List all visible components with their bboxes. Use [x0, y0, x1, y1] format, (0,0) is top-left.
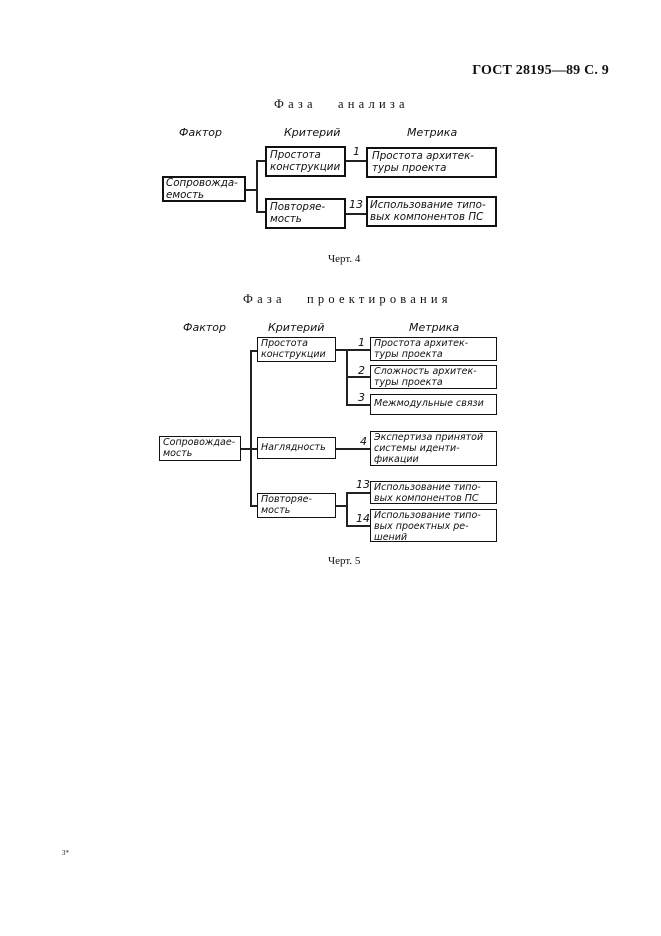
- column-header-metric: Метрика: [407, 126, 458, 139]
- connector-line: [346, 376, 370, 378]
- connector-line: [241, 448, 251, 450]
- metric-label: Простота архитек- туры проекта: [372, 150, 475, 174]
- connector-line: [346, 492, 370, 494]
- metric-number: 1: [358, 336, 365, 349]
- connector-line: [346, 525, 370, 527]
- criterion-box: [265, 146, 346, 177]
- connector-line: [336, 448, 370, 450]
- page-header: ГОСТ 28195—89 С. 9: [472, 63, 609, 78]
- metric-number: 13: [356, 478, 370, 491]
- metric-number: 1: [353, 145, 360, 158]
- criterion-label: Простота конструкции: [261, 338, 326, 360]
- connector-line: [250, 448, 257, 450]
- connector-line: [346, 349, 370, 351]
- connector-line: [346, 404, 370, 406]
- metric-box: [366, 147, 497, 178]
- criterion-label: Наглядность: [261, 442, 326, 453]
- connector-line: [250, 350, 252, 507]
- connector-line: [336, 349, 347, 351]
- metric-box: [366, 196, 497, 227]
- criterion-box: [257, 337, 336, 362]
- criterion-box: [257, 437, 336, 459]
- metric-number: 13: [349, 198, 363, 211]
- column-header-factor: Фактор: [183, 321, 226, 334]
- metric-box: [370, 431, 497, 466]
- diagram-title: Фаза анализа: [274, 97, 409, 111]
- connector-line: [256, 160, 266, 162]
- diagram-title: Фаза проектирования: [243, 292, 452, 306]
- connector-line: [246, 189, 257, 191]
- metric-number: 14: [356, 512, 370, 525]
- page-footnote-mark: 3*: [62, 849, 69, 857]
- connector-line: [346, 492, 348, 527]
- metric-box: [370, 509, 497, 542]
- connector-line: [250, 505, 257, 507]
- metric-label: Использование типо- вых компонентов ПС: [370, 199, 486, 223]
- factor-label: Сопровождае- мость: [163, 437, 236, 459]
- column-header-criterion: Критерий: [284, 126, 341, 139]
- criterion-label: Повторяе- мость: [261, 494, 312, 516]
- metric-box: [370, 394, 497, 415]
- factor-label: Сопровожда- емость: [166, 177, 238, 201]
- criterion-box: [265, 198, 346, 229]
- criterion-label: Повторяе- мость: [270, 201, 326, 225]
- metric-label: Использование типо- вых проектных ре- ше…: [374, 510, 481, 543]
- column-header-criterion: Критерий: [268, 321, 325, 334]
- metric-box: [370, 365, 497, 389]
- criterion-label: Простота конструкции: [270, 149, 341, 173]
- metric-box: [370, 337, 497, 361]
- metric-label: Сложность архитек- туры проекта: [374, 366, 477, 388]
- column-header-metric: Метрика: [409, 321, 460, 334]
- connector-line: [256, 160, 258, 212]
- connector-line: [250, 350, 257, 352]
- connector-line: [256, 211, 266, 213]
- metric-label: Экспертиза принятой системы иденти- фика…: [374, 432, 484, 465]
- column-header-factor: Фактор: [179, 126, 222, 139]
- metric-label: Использование типо- вых компонентов ПС: [374, 482, 481, 504]
- metric-number: 3: [358, 391, 365, 404]
- criterion-box: [257, 493, 336, 518]
- metric-number: 4: [360, 435, 367, 448]
- connector-line: [336, 505, 347, 507]
- metric-box: [370, 481, 497, 504]
- factor-box: [159, 436, 241, 461]
- figure-caption: Черт. 5: [328, 555, 361, 567]
- metric-number: 2: [358, 364, 365, 377]
- factor-box: [162, 176, 246, 202]
- connector-line: [346, 213, 366, 215]
- figure-caption: Черт. 4: [328, 253, 361, 265]
- connector-line: [346, 160, 366, 162]
- metric-label: Межмодульные связи: [374, 398, 484, 409]
- metric-label: Простота архитек- туры проекта: [374, 338, 469, 360]
